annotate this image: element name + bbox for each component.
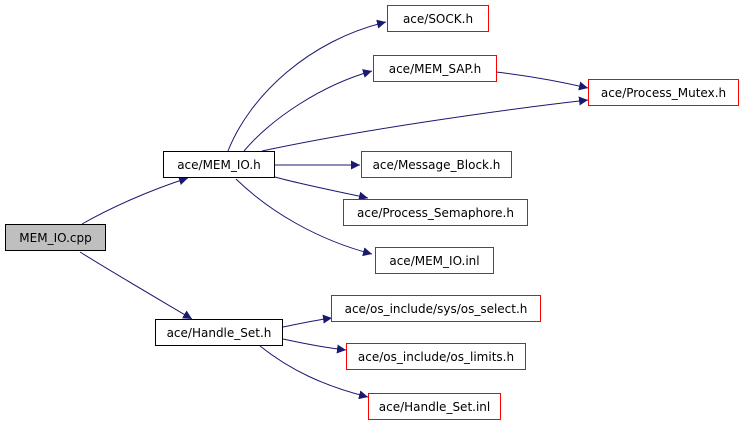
node-mem-sap-h[interactable]: ace/MEM_SAP.h — [373, 55, 497, 82]
node-mem-io-h[interactable]: ace/MEM_IO.h — [163, 151, 275, 178]
edge-handle-set-h-to-os-select-h — [282, 314, 333, 328]
edge-mem-io-h-to-process-semaphore-h — [274, 176, 369, 201]
node-message-block-h[interactable]: ace/Message_Block.h — [361, 151, 512, 178]
edge-mem-io-h-to-mem-io-inl — [235, 178, 373, 257]
node-process-mutex-h[interactable]: ace/Process_Mutex.h — [588, 79, 739, 106]
edge-handle-set-h-to-handle-set-inl — [259, 345, 369, 400]
node-handle-set-h[interactable]: ace/Handle_Set.h — [155, 319, 283, 346]
edge-mem-io-cpp-to-handle-set-h — [79, 251, 193, 320]
node-os-limits-h[interactable]: ace/os_include/os_limits.h — [346, 343, 526, 370]
node-mem-io-cpp: MEM_IO.cpp — [5, 224, 106, 251]
edge-mem-io-h-to-process-mutex-h — [261, 96, 589, 152]
node-mem-io-inl[interactable]: ace/MEM_IO.inl — [375, 247, 494, 274]
node-os-select-h[interactable]: ace/os_include/sys/os_select.h — [331, 295, 541, 322]
edge-mem-io-h-to-mem-sap-h — [243, 69, 373, 152]
edge-handle-set-h-to-os-limits-h — [282, 338, 347, 354]
edge-mem-io-cpp-to-mem-io-h — [81, 176, 189, 225]
edge-mem-io-h-to-sock-h — [227, 19, 387, 152]
node-handle-set-inl[interactable]: ace/Handle_Set.inl — [368, 393, 501, 420]
edge-mem-sap-h-to-process-mutex-h — [495, 71, 589, 91]
node-sock-h[interactable]: ace/SOCK.h — [387, 5, 489, 32]
node-process-semaphore-h[interactable]: ace/Process_Semaphore.h — [343, 199, 528, 226]
